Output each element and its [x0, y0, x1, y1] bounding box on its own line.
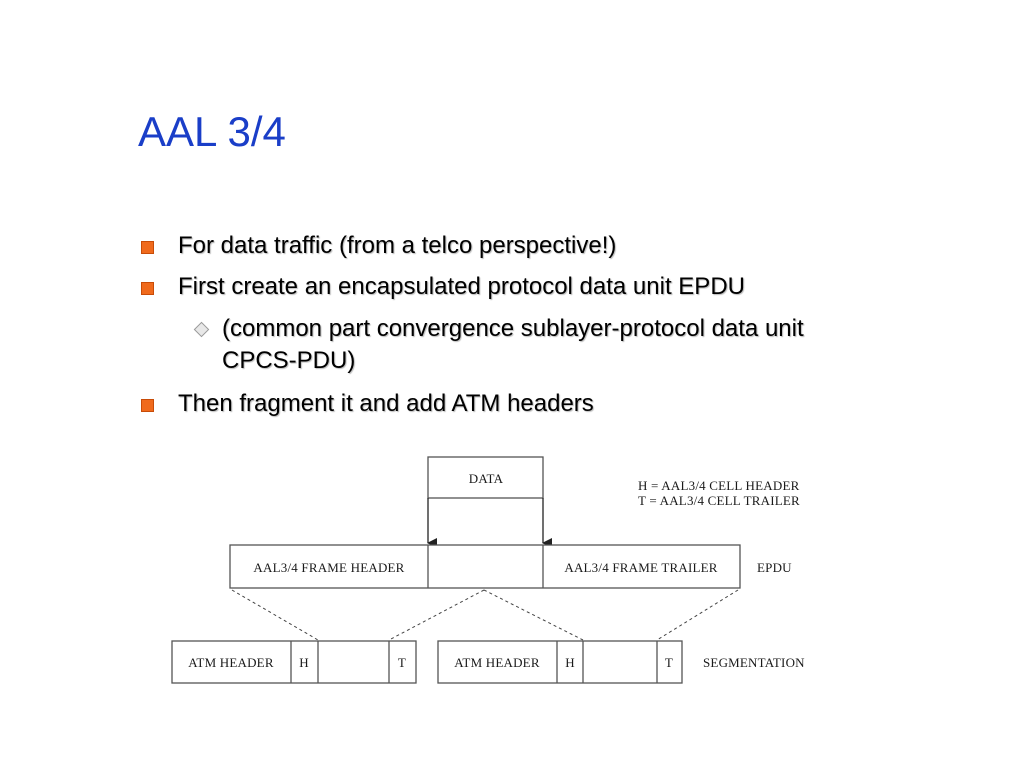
epdu-frame [229, 544, 741, 589]
cell1-t: T [398, 655, 406, 670]
legend-h: H = AAL3/4 CELL HEADER [638, 478, 800, 493]
segmentation-label: SEGMENTATION [703, 655, 805, 670]
frame-header-label: AAL3/4 FRAME HEADER [253, 560, 404, 575]
slide-title: AAL 3/4 [138, 108, 286, 155]
sub-bullet-line-2: CPCS-PDU) [222, 347, 356, 374]
bullet-marker-icon [141, 241, 154, 254]
bullet-marker-icon [141, 399, 154, 412]
bullet-list: For data traffic (from a telco perspecti… [141, 232, 804, 417]
cell2-t: T [665, 655, 673, 670]
bullet-marker-icon [141, 282, 154, 295]
epdu-label: EPDU [757, 560, 792, 575]
data-label: DATA [469, 471, 504, 486]
bullet-data-traffic: For data traffic (from a telco perspecti… [178, 232, 617, 259]
bullet-fragment: Then fragment it and add ATM headers [178, 390, 594, 417]
atm-cell-2 [437, 640, 683, 684]
legend-t: T = AAL3/4 CELL TRAILER [638, 493, 800, 508]
data-box [427, 456, 544, 499]
cell1-atm-header: ATM HEADER [188, 655, 274, 670]
frame-trailer-label: AAL3/4 FRAME TRAILER [564, 560, 717, 575]
cell2-h: H [565, 655, 575, 670]
cell1-h: H [299, 655, 309, 670]
sub-bullet-line-1: (common part convergence sublayer-protoc… [222, 315, 804, 342]
fragmentation-lines [231, 589, 739, 641]
bullet-create-epdu: First create an encapsulated protocol da… [178, 273, 745, 300]
cell2-atm-header: ATM HEADER [454, 655, 540, 670]
atm-cell-1 [171, 640, 417, 684]
